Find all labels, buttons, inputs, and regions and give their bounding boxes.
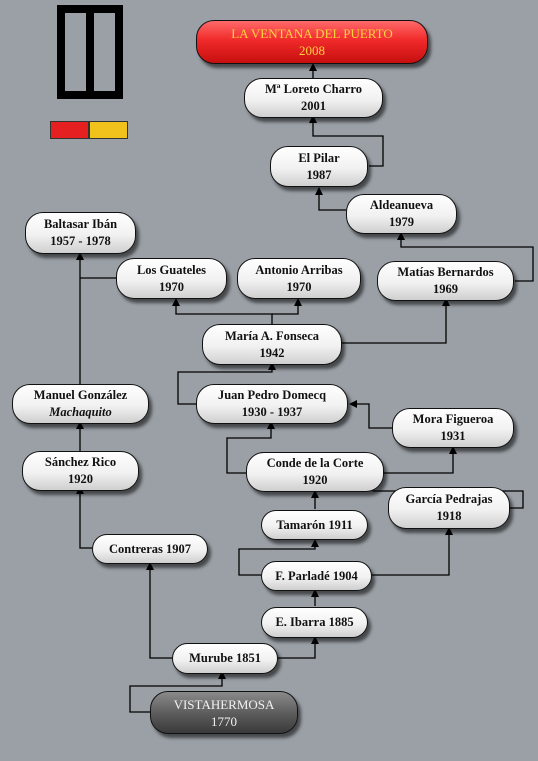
node-sanchez-rico: Sánchez Rico 1920 xyxy=(22,451,139,491)
edge-parlade-pedrajas xyxy=(372,527,453,576)
node-label: Conde de la Corte xyxy=(266,456,364,470)
node-label: LA VENTANA DEL PUERTO xyxy=(231,26,393,41)
node-label: Tamarón 1911 xyxy=(276,517,353,532)
node-contreras: Contreras 1907 xyxy=(92,534,208,564)
edge-corte-domecq xyxy=(226,421,275,474)
node-label: Murube 1851 xyxy=(189,651,261,665)
edge-murube-contreras xyxy=(146,562,180,659)
edge-fonseca-guateles xyxy=(172,298,273,326)
node-manuel-gonzalez-machaquito: Manuel González Machaquito xyxy=(12,384,149,424)
node-label: VISTAHERMOSA xyxy=(173,696,275,712)
node-label: Mora Figueroa xyxy=(412,412,494,426)
node-la-ventana-del-puerto: LA VENTANA DEL PUERTO 2008 xyxy=(196,20,428,64)
edge-fonseca-arribas xyxy=(272,298,302,315)
edge-fonseca-bernardos xyxy=(342,298,450,344)
edge-parlade-tamaron xyxy=(238,539,319,576)
edge-aldeanueva-pilar xyxy=(315,187,346,211)
node-label: García Pedrajas xyxy=(405,492,493,506)
node-label: F. Parladé 1904 xyxy=(275,568,358,583)
node-conde-de-la-corte: Conde de la Corte 1920 xyxy=(246,452,384,492)
node-year: 1930 - 1937 xyxy=(241,405,303,419)
node-year: 1918 xyxy=(436,509,462,523)
node-label: Mª Loreto Charro xyxy=(264,82,362,96)
node-nickname: Machaquito xyxy=(49,405,112,419)
node-parlade: F. Parladé 1904 xyxy=(261,561,372,591)
node-year: 1920 xyxy=(302,473,328,487)
node-label: Los Guateles xyxy=(136,262,207,277)
node-year: 1970 xyxy=(159,279,184,294)
edge-murube-ibarra xyxy=(278,636,319,659)
node-year: 1979 xyxy=(389,215,414,229)
logo-bars xyxy=(57,5,123,99)
node-label: Antonio Arribas xyxy=(255,262,343,277)
edge-bernardos-aldeanueva xyxy=(397,232,534,282)
node-year: 1957 - 1978 xyxy=(50,234,111,248)
edge-figueroa-domecq xyxy=(349,400,392,429)
node-matias-bernardos: Matías Bernardos 1969 xyxy=(377,261,514,301)
node-year: 1920 xyxy=(68,472,93,486)
node-ibarra: E. Ibarra 1885 xyxy=(261,607,368,638)
node-year: 1942 xyxy=(259,345,285,360)
node-year: 2001 xyxy=(301,99,326,113)
edge-pilar-loreto xyxy=(309,115,384,167)
node-year: 1931 xyxy=(440,429,466,443)
color-swatch-yellow xyxy=(89,121,128,139)
node-los-guateles: Los Guateles 1970 xyxy=(116,258,227,299)
node-label: Baltasar Ibán xyxy=(43,217,118,231)
edge-vistahermosa-murube xyxy=(129,671,226,713)
node-mora-figueroa: Mora Figueroa 1931 xyxy=(392,408,514,448)
node-tamaron: Tamarón 1911 xyxy=(261,510,368,540)
edge-domecq-fonseca xyxy=(177,362,276,405)
node-label: E. Ibarra 1885 xyxy=(275,615,354,629)
node-year: 1970 xyxy=(286,279,312,294)
node-year: 1770 xyxy=(211,713,237,729)
node-label: Matías Bernardos xyxy=(397,265,494,279)
node-vistahermosa: VISTAHERMOSA 1770 xyxy=(150,691,298,734)
node-year: 1969 xyxy=(433,282,458,296)
node-year: 2008 xyxy=(299,43,325,58)
node-aldeanueva: Aldeanueva 1979 xyxy=(346,194,457,234)
edge-contreras-sanchez xyxy=(76,486,92,549)
node-antonio-arribas: Antonio Arribas 1970 xyxy=(237,258,361,299)
node-label: Contreras 1907 xyxy=(108,541,192,556)
node-loreto-charro: Mª Loreto Charro 2001 xyxy=(244,78,383,118)
color-swatch-red xyxy=(50,121,89,139)
node-label: Aldeanueva xyxy=(369,198,434,212)
node-label: María A. Fonseca xyxy=(224,328,320,343)
node-juan-pedro-domecq: Juan Pedro Domecq 1930 - 1937 xyxy=(196,384,348,424)
node-label: Manuel González xyxy=(33,388,128,402)
node-garcia-pedrajas: García Pedrajas 1918 xyxy=(388,487,510,529)
node-el-pilar: El Pilar 1987 xyxy=(270,146,368,187)
node-label: El Pilar xyxy=(298,150,340,165)
node-murube: Murube 1851 xyxy=(172,643,278,674)
node-maria-fonseca: María A. Fonseca 1942 xyxy=(202,324,342,365)
edge-pedrajas-figueroa xyxy=(372,446,524,509)
node-baltasar-iban: Baltasar Ibán 1957 - 1978 xyxy=(25,212,136,254)
node-label: Juan Pedro Domecq xyxy=(217,388,327,402)
node-year: 1987 xyxy=(306,167,332,182)
node-label: Sánchez Rico xyxy=(44,455,117,469)
